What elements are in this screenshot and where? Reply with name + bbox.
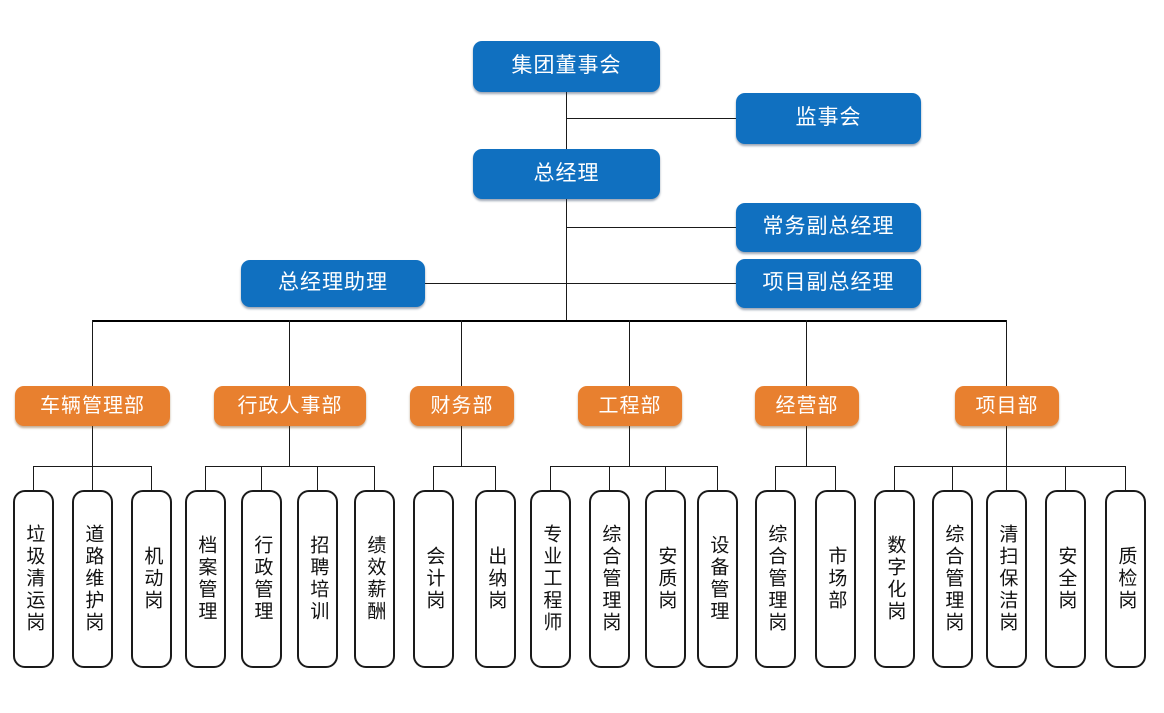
- connector-leafdrop-1-3: [151, 466, 152, 490]
- connector-drop-dept-4: [629, 320, 630, 386]
- node-post-performance-pay[interactable]: 绩效薪酬: [354, 490, 395, 668]
- connector-leafdrop-6-3: [1006, 466, 1007, 490]
- node-project-deputy-gm[interactable]: 项目副总经理: [736, 259, 921, 308]
- connector-leafbus-dept-4: [550, 466, 717, 467]
- connector-drop-dept-3: [461, 320, 462, 386]
- node-post-cleaning-sanitation[interactable]: 清扫保洁岗: [986, 490, 1027, 668]
- connector-leafbus-dept-5: [775, 466, 835, 467]
- connector-leafdrop-6-2: [952, 466, 953, 490]
- node-post-safety[interactable]: 安全岗: [1045, 490, 1086, 668]
- connector-leafdrop-4-4: [717, 466, 718, 490]
- node-supervisory-board[interactable]: 监事会: [736, 93, 921, 144]
- node-post-admin-management[interactable]: 行政管理: [241, 490, 282, 668]
- connector-leafdrop-5-2: [835, 466, 836, 490]
- node-board[interactable]: 集团董事会: [473, 41, 660, 92]
- connector-gm-to-project-deputy: [566, 283, 736, 284]
- connector-leafdrop-1-2: [92, 466, 93, 490]
- node-department-project[interactable]: 项目部: [955, 386, 1059, 426]
- node-post-cashier[interactable]: 出纳岗: [475, 490, 516, 668]
- node-post-road-maintenance[interactable]: 道路维护岗: [72, 490, 113, 668]
- connector-stem-dept-6: [1006, 426, 1007, 466]
- connector-gm-assistant: [425, 283, 566, 284]
- connector-stem-dept-2: [289, 426, 290, 466]
- node-executive-deputy-gm[interactable]: 常务副总经理: [736, 203, 921, 252]
- node-post-market-section[interactable]: 市场部: [815, 490, 856, 668]
- connector-stem-dept-1: [92, 426, 93, 466]
- node-post-garbage-transport[interactable]: 垃圾清运岗: [13, 490, 54, 668]
- node-gm-assistant[interactable]: 总经理助理: [241, 260, 425, 307]
- connector-board-to-supervisory: [566, 118, 736, 119]
- connector-leafdrop-2-2: [261, 466, 262, 490]
- connector-drop-dept-2: [289, 320, 290, 386]
- connector-gm-down: [566, 199, 567, 321]
- connector-board-down: [566, 92, 567, 153]
- connector-leafbus-dept-2: [205, 466, 374, 467]
- node-department-operations[interactable]: 经营部: [755, 386, 859, 426]
- connector-leafdrop-6-1: [894, 466, 895, 490]
- connector-leafdrop-6-5: [1125, 466, 1126, 490]
- node-post-project-general-management[interactable]: 综合管理岗: [932, 490, 973, 668]
- node-department-vehicle-management[interactable]: 车辆管理部: [15, 386, 170, 426]
- connector-leafdrop-4-1: [550, 466, 551, 490]
- connector-leafdrop-1-1: [33, 466, 34, 490]
- node-post-engineering-general-management[interactable]: 综合管理岗: [589, 490, 630, 668]
- node-department-finance[interactable]: 财务部: [410, 386, 514, 426]
- connector-leafdrop-3-1: [433, 466, 434, 490]
- connector-leafdrop-5-1: [775, 466, 776, 490]
- node-post-equipment-management[interactable]: 设备管理: [697, 490, 738, 668]
- connector-stem-dept-5: [806, 426, 807, 466]
- connector-leafdrop-3-2: [495, 466, 496, 490]
- connector-drop-dept-5: [806, 320, 807, 386]
- node-post-safety-quality[interactable]: 安质岗: [645, 490, 686, 668]
- connector-stem-dept-3: [461, 426, 462, 466]
- node-post-quality-inspection[interactable]: 质检岗: [1105, 490, 1146, 668]
- connector-drop-dept-1: [92, 320, 93, 386]
- node-post-accounting[interactable]: 会计岗: [413, 490, 454, 668]
- node-department-engineering[interactable]: 工程部: [578, 386, 682, 426]
- node-post-mobile-duty[interactable]: 机动岗: [131, 490, 172, 668]
- node-post-recruit-training[interactable]: 招聘培训: [297, 490, 338, 668]
- connector-leafdrop-2-4: [374, 466, 375, 490]
- node-post-digitalization[interactable]: 数字化岗: [874, 490, 915, 668]
- connector-leafdrop-2-1: [205, 466, 206, 490]
- connector-stem-dept-4: [629, 426, 630, 466]
- connector-gm-to-exec-deputy: [566, 227, 736, 228]
- connector-leafdrop-4-2: [609, 466, 610, 490]
- connector-leafdrop-6-4: [1065, 466, 1066, 490]
- connector-leafbus-dept-3: [433, 466, 495, 467]
- connector-department-bus: [92, 320, 1007, 322]
- node-post-archive-management[interactable]: 档案管理: [185, 490, 226, 668]
- node-post-professional-engineer[interactable]: 专业工程师: [530, 490, 571, 668]
- connector-leafbus-dept-6: [894, 466, 1125, 467]
- connector-leafdrop-4-3: [665, 466, 666, 490]
- node-general-manager[interactable]: 总经理: [473, 149, 660, 199]
- node-department-admin-hr[interactable]: 行政人事部: [214, 386, 366, 426]
- connector-drop-dept-6: [1006, 320, 1007, 386]
- node-post-operations-general-management[interactable]: 综合管理岗: [755, 490, 796, 668]
- connector-leafdrop-2-3: [317, 466, 318, 490]
